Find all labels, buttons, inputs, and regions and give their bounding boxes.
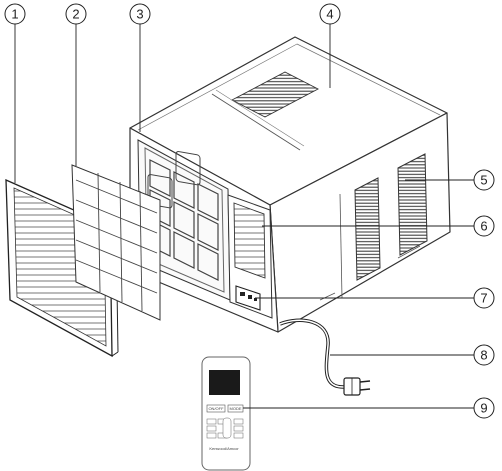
top-vent [211, 71, 319, 151]
air-filter [71, 164, 161, 321]
svg-text:3: 3 [136, 7, 143, 22]
remote-on-off-button [206, 404, 226, 413]
callout-8: 8 [473, 344, 495, 366]
callout-5: 5 [473, 169, 495, 191]
air-outlet-louver [227, 194, 273, 319]
svg-text:4: 4 [326, 7, 333, 22]
control-panel [235, 285, 261, 311]
remote-display [209, 370, 240, 395]
remote-brand: Kenwood/Amcor [209, 446, 239, 451]
remote-mode-label: MODE [230, 406, 242, 411]
svg-text:9: 9 [480, 401, 487, 416]
remote-keypad [206, 417, 244, 439]
callout-7: 7 [473, 287, 495, 309]
callout-4: 4 [319, 3, 341, 25]
svg-text:8: 8 [480, 348, 487, 363]
svg-text:2: 2 [72, 7, 79, 22]
callout-6: 6 [473, 215, 495, 237]
svg-text:1: 1 [11, 7, 18, 22]
svg-text:6: 6 [480, 219, 487, 234]
svg-text:7: 7 [480, 291, 487, 306]
remote-on-off-label: ON/OFF [208, 406, 224, 411]
power-cord [279, 318, 371, 396]
callout-1: 1 [4, 3, 26, 25]
remote-mode-button [227, 404, 244, 413]
callout-3: 3 [129, 3, 151, 25]
callout-2: 2 [65, 3, 87, 25]
callout-9: 9 [473, 397, 495, 419]
remote-control: ON/OFF MODE Kenwood/Amcor [201, 356, 251, 471]
svg-text:5: 5 [480, 173, 487, 188]
leader-lines [14, 24, 474, 409]
